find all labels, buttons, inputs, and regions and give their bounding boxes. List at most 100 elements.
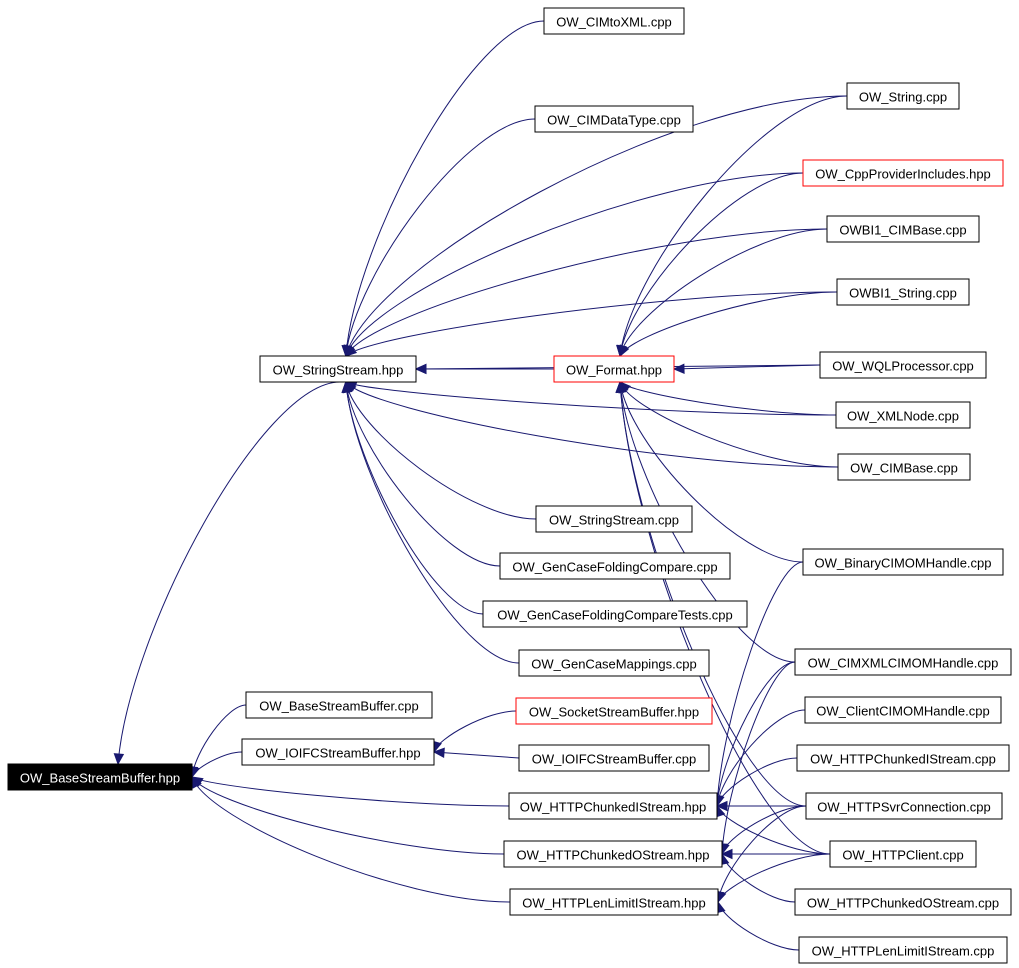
edge-line — [433, 751, 520, 759]
node-box — [543, 7, 685, 35]
edge-socketstreambuffer-hpp-to-ioifcstreambuffer-hpp — [431, 710, 517, 754]
node-label: OW_BaseStreamBuffer.cpp — [259, 699, 418, 714]
graph-node-gencasefoldingcompare-cpp[interactable]: OW_GenCaseFoldingCompare.cpp — [499, 552, 731, 580]
node-label: OW_StringStream.cpp — [549, 513, 679, 528]
graph-node-clientcimomhandle-cpp[interactable]: OW_ClientCIMOMHandle.cpp — [804, 696, 1002, 724]
edge-line — [345, 172, 804, 357]
node-label: OW_HTTPChunkedIStream.hpp — [520, 800, 706, 815]
graph-node-httpchunkedistream-cpp[interactable]: OW_HTTPChunkedIStream.cpp — [796, 744, 1010, 772]
graph-node-cppproviderincludes-hpp[interactable]: OW_CppProviderIncludes.hpp — [802, 159, 1004, 187]
node-box — [535, 505, 693, 533]
edge-line — [345, 381, 839, 468]
edge-cimxmlcimomhandle-cpp-to-httpchunkedostream-hpp — [717, 661, 796, 856]
edge-owbi1-string-cpp-to-stringstream-hpp — [344, 291, 838, 357]
edge-cimbase-cpp-to-stringstream-hpp — [345, 381, 839, 468]
graph-node-cimxmlcimomhandle-cpp[interactable]: OW_CIMXMLCIMOMHandle.cpp — [794, 648, 1012, 676]
edge-line — [721, 805, 807, 855]
node-box — [499, 552, 731, 580]
node-label: OW_HTTPChunkedIStream.cpp — [810, 752, 996, 767]
graph-node-format-hpp[interactable]: OW_Format.hpp — [553, 355, 675, 383]
edge-line — [716, 709, 806, 807]
graph-node-wqlprocessor-cpp[interactable]: OW_WQLProcessor.cpp — [819, 351, 987, 379]
edge-line — [716, 757, 798, 807]
graph-node-xmlnode-cpp[interactable]: OW_XMLNode.cpp — [835, 401, 971, 429]
graph-node-stringstream-hpp[interactable]: OW_StringStream.hpp — [259, 355, 417, 383]
node-box — [534, 105, 694, 133]
arrowhead — [715, 800, 728, 812]
graph-node-httplenlimitistream-cpp[interactable]: OW_HTTPLenLimitIStream.cpp — [798, 936, 1008, 964]
graph-node-basestreambuffer-cpp[interactable]: OW_BaseStreamBuffer.cpp — [245, 691, 433, 719]
graph-node-httpclient-cpp[interactable]: OW_HTTPClient.cpp — [829, 840, 977, 868]
graph-node-httpsvrconnection-cpp[interactable]: OW_HTTPSvrConnection.cpp — [805, 792, 1003, 820]
node-label: OWBI1_CIMBase.cpp — [839, 223, 966, 238]
graph-node-owbi1-string-cpp[interactable]: OWBI1_String.cpp — [836, 278, 970, 306]
node-box — [518, 744, 710, 772]
graph-node-binarycimomhandle-cpp[interactable]: OW_BinaryCIMOMHandle.cpp — [802, 548, 1004, 576]
edge-line — [673, 364, 821, 370]
node-box — [805, 792, 1003, 820]
edge-xmlnode-cpp-to-stringstream-hpp — [344, 381, 837, 416]
edge-line — [716, 661, 796, 807]
graph-node-gencasefoldingcomparetests-cpp[interactable]: OW_GenCaseFoldingCompareTests.cpp — [482, 600, 748, 628]
edge-cppproviderincludes-hpp-to-stringstream-hpp — [344, 172, 804, 358]
edge-httplenlimitistream-hpp-to-root — [190, 775, 511, 903]
graph-node-httpchunkedostream-hpp[interactable]: OW_HTTPChunkedOStream.hpp — [503, 840, 723, 868]
node-box — [836, 278, 970, 306]
arrowhead — [414, 363, 427, 375]
edge-line — [721, 661, 796, 855]
edge-httpclient-cpp-to-httpchunkedostream-hpp — [720, 848, 830, 860]
edge-httpchunkedistream-cpp-to-httpchunkedistream-hpp — [714, 757, 798, 808]
node-box — [503, 840, 723, 868]
graph-node-owbi1-cimbase-cpp[interactable]: OWBI1_CIMBase.cpp — [826, 215, 980, 243]
edge-line — [345, 118, 536, 357]
graph-node-stringstream-cpp[interactable]: OW_StringStream.cpp — [535, 505, 693, 533]
edge-httplenlimitistream-cpp-to-httplenlimitistream-hpp — [715, 900, 800, 951]
edge-line — [619, 228, 828, 357]
edge-cimdatatype-cpp-to-stringstream-hpp — [341, 118, 536, 358]
graph-node-root[interactable]: OW_BaseStreamBuffer.hpp — [7, 763, 193, 791]
edge-line — [345, 95, 848, 357]
node-label: OW_HTTPClient.cpp — [842, 848, 963, 863]
node-box — [826, 215, 980, 243]
node-label: OW_StringStream.hpp — [273, 363, 404, 378]
node-label: OW_GenCaseMappings.cpp — [531, 657, 696, 672]
graph-node-ioifcstreambuffer-cpp[interactable]: OW_IOIFCStreamBuffer.cpp — [518, 744, 710, 772]
edge-line — [619, 172, 804, 357]
node-box — [804, 696, 1002, 724]
edge-line — [117, 381, 341, 765]
node-box — [835, 401, 971, 429]
arrowhead — [113, 753, 125, 766]
graph-node-string-cpp[interactable]: OW_String.cpp — [846, 82, 960, 110]
edge-line — [721, 853, 796, 903]
node-box — [798, 936, 1008, 964]
graph-node-httplenlimitistream-hpp[interactable]: OW_HTTPLenLimitIStream.hpp — [509, 888, 719, 916]
edge-ioifcstreambuffer-cpp-to-ioifcstreambuffer-hpp — [432, 747, 520, 759]
node-label: OW_BinaryCIMOMHandle.cpp — [815, 556, 992, 571]
arrowhead — [341, 380, 352, 393]
graph-node-socketstreambuffer-hpp[interactable]: OW_SocketStreamBuffer.hpp — [515, 697, 713, 725]
node-box — [846, 82, 960, 110]
edge-line — [717, 805, 807, 903]
edge-httpchunkedostream-cpp-to-httpchunkedostream-hpp — [719, 852, 796, 903]
node-label: OW_ClientCIMOMHandle.cpp — [816, 704, 989, 719]
graph-node-cimtoxml-cpp[interactable]: OW_CIMtoXML.cpp — [543, 7, 685, 35]
edge-line — [345, 381, 537, 520]
edge-line — [191, 704, 247, 778]
node-label: OW_HTTPSvrConnection.cpp — [817, 800, 990, 815]
graph-node-ioifcstreambuffer-hpp[interactable]: OW_IOIFCStreamBuffer.hpp — [241, 738, 435, 766]
node-box — [7, 763, 193, 791]
arrowhead — [672, 363, 685, 374]
graph-node-httpchunkedostream-cpp[interactable]: OW_HTTPChunkedOStream.cpp — [794, 888, 1012, 916]
edge-line — [619, 381, 839, 468]
graph-node-cimbase-cpp[interactable]: OW_CIMBase.cpp — [837, 453, 971, 481]
node-box — [829, 840, 977, 868]
graph-node-httpchunkedistream-hpp[interactable]: OW_HTTPChunkedIStream.hpp — [508, 792, 718, 820]
edge-wqlprocessor-cpp-to-format-hpp — [672, 363, 821, 374]
node-box — [794, 648, 1012, 676]
node-box — [509, 888, 719, 916]
graph-node-cimdatatype-cpp[interactable]: OW_CIMDataType.cpp — [534, 105, 694, 133]
edge-cimtoxml-cpp-to-stringstream-hpp — [341, 20, 545, 358]
graph-node-gencasemappings-cpp[interactable]: OW_GenCaseMappings.cpp — [518, 649, 710, 677]
edge-line — [191, 776, 511, 903]
